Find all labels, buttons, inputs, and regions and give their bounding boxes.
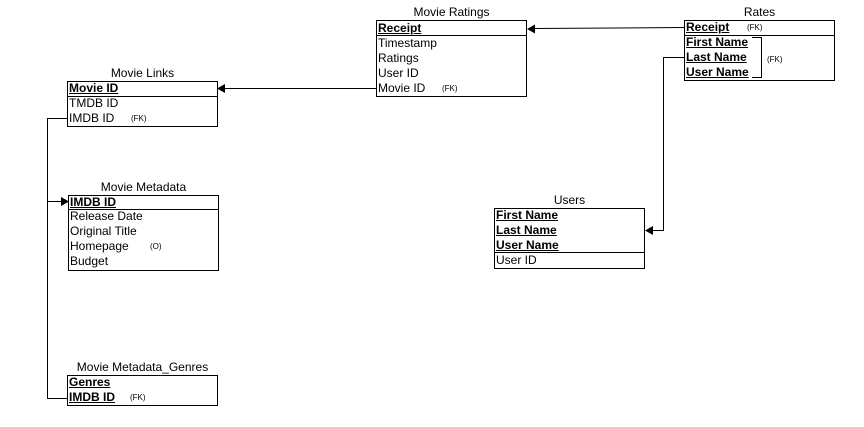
- attribute: IMDB ID: [69, 111, 115, 125]
- attribute: Timestamp: [378, 36, 437, 50]
- entity-title: Movie Ratings: [413, 5, 490, 19]
- entity-box: [494, 208, 645, 269]
- entity-box: [684, 20, 835, 81]
- attribute-primary-key: Receipt: [686, 20, 730, 34]
- entity-box: [67, 81, 218, 127]
- attribute: Original Title: [70, 224, 137, 238]
- attribute-primary-key: User Name: [496, 238, 559, 252]
- key-divider: [494, 252, 645, 253]
- key-divider: [684, 35, 835, 36]
- attribute-primary-key: Last Name: [686, 50, 747, 64]
- connector-movie-ratings-movie-links: [217, 84, 376, 93]
- entity-movie-metadata-genres[interactable]: Movie Metadata_Genres Genres IMDB ID (FK…: [67, 361, 218, 406]
- entity-title: Movie Metadata: [100, 180, 187, 194]
- attribute: User ID: [496, 253, 537, 267]
- attribute: TMDB ID: [69, 96, 119, 110]
- key-divider: [68, 209, 219, 210]
- optional-note: (O): [150, 242, 162, 251]
- connector-rates-movie-ratings: [527, 24, 685, 34]
- fk-note: (FK): [747, 23, 763, 32]
- fk-note: (FK): [131, 114, 147, 123]
- entity-movie-links[interactable]: Movie Links Movie ID TMDB ID IMDB ID (FK…: [67, 67, 218, 127]
- entity-rates[interactable]: Rates Receipt (FK) First Name Last Name …: [684, 6, 835, 81]
- attribute-primary-key: Movie ID: [69, 81, 119, 95]
- connector-rates-users: [645, 57, 684, 235]
- attribute-primary-key: Genres: [69, 375, 111, 389]
- attribute: Release Date: [70, 209, 143, 223]
- entity-title: Rates: [743, 5, 776, 19]
- attribute: Budget: [70, 254, 109, 268]
- key-divider: [67, 96, 218, 97]
- attribute-primary-key: First Name: [496, 208, 559, 222]
- attribute-primary-key: IMDB ID: [70, 195, 116, 209]
- entity-users[interactable]: Users First Name Last Name User Name Use…: [494, 194, 645, 269]
- entity-title: Movie Metadata_Genres: [76, 360, 209, 374]
- composite-key-bracket: [752, 37, 762, 78]
- entity-box: [376, 20, 527, 97]
- attribute: Ratings: [378, 51, 419, 65]
- entity-title: Users: [553, 193, 586, 207]
- entity-movie-metadata[interactable]: Movie Metadata IMDB ID Release Date Orig…: [68, 181, 219, 271]
- entity-box: [68, 195, 219, 271]
- attribute-primary-key: Last Name: [496, 223, 557, 237]
- attribute: Homepage: [70, 239, 129, 253]
- attribute-primary-key: User Name: [686, 65, 749, 79]
- fk-note: (FK): [130, 393, 146, 402]
- attribute-primary-key: Receipt: [378, 21, 422, 35]
- attribute-primary-key: First Name: [686, 35, 749, 49]
- connector-movie-links-metadata: [47, 118, 69, 399]
- attribute: Movie ID: [378, 81, 426, 95]
- key-divider: [376, 35, 527, 36]
- key-divider: [67, 405, 218, 406]
- entity-title: Movie Links: [110, 66, 175, 80]
- fk-note: (FK): [442, 84, 458, 93]
- attribute-primary-key: IMDB ID: [69, 390, 115, 404]
- entity-movie-ratings[interactable]: Movie Ratings Receipt Timestamp Ratings …: [376, 6, 527, 97]
- fk-group-note: (FK): [767, 55, 783, 64]
- attribute: User ID: [378, 66, 419, 80]
